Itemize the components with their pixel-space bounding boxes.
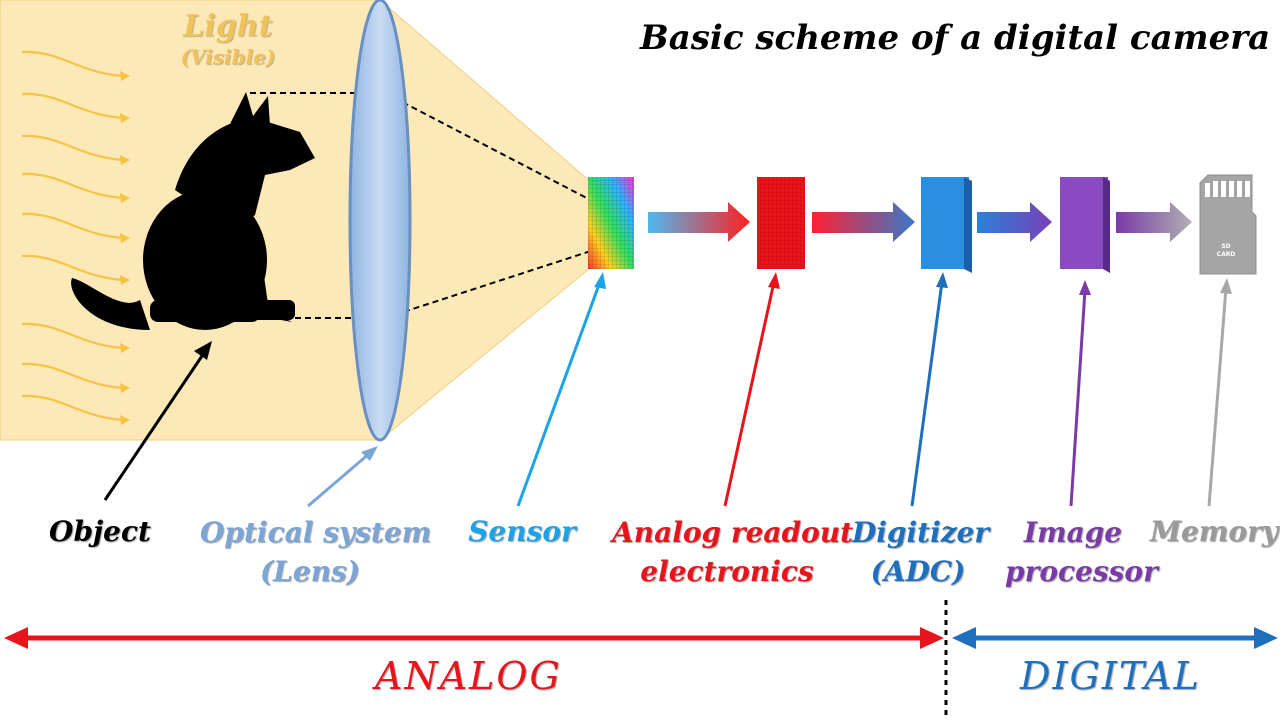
flow-arrow-digitizer-to-processor (977, 202, 1052, 242)
light-ray-arrow (21, 134, 126, 162)
label-digitizer-line1: Digitizer (852, 516, 990, 549)
flow-arrow-readout-to-digitizer (812, 202, 915, 242)
pointer-arrows (103, 281, 1228, 508)
label-digitizer: Digitizer (ADC) (852, 516, 990, 594)
light-label-line2: (Visible) (180, 45, 276, 69)
sd-card-text-line1: SD (1221, 243, 1231, 250)
analog-span-arrow (4, 627, 944, 649)
label-image-processor-line2: processor (1005, 555, 1158, 588)
light-label-line1: Light (183, 9, 273, 44)
dog-silhouette-icon (71, 92, 315, 330)
flow-arrow-sensor-to-readout (648, 202, 750, 242)
image-processor-block (1060, 177, 1108, 269)
label-analog-readout-line1: Analog readout (612, 516, 854, 549)
lens-shape (348, 0, 412, 442)
light-ray-arrow (21, 254, 126, 282)
label-optical-system-line2: (Lens) (259, 555, 361, 588)
sd-card-icon (1199, 174, 1257, 275)
sd-card-text: SD CARD (1200, 243, 1252, 259)
light-ray-arrow (21, 212, 126, 240)
analog-domain-label: ANALOG (375, 654, 562, 698)
label-optical-system-line1: Optical system (200, 516, 432, 549)
light-ray-arrow (21, 172, 126, 200)
light-label: Light (Visible) (168, 10, 288, 70)
label-image-processor: Image processor (1005, 516, 1158, 594)
diagram-title: Basic scheme of a digital camera (640, 18, 1271, 58)
label-analog-readout-line2: electronics (640, 555, 814, 588)
label-memory: Memory (1150, 515, 1279, 548)
light-ray-arrows (21, 50, 126, 422)
label-digitizer-line2: (ADC) (870, 555, 966, 588)
digitizer-block (921, 177, 969, 269)
sd-card-text-line2: CARD (1216, 250, 1236, 258)
light-ray-arrow (21, 50, 126, 78)
label-image-processor-line1: Image (1023, 516, 1123, 549)
label-optical-system: Optical system (Lens) (200, 516, 432, 594)
flow-arrow-processor-to-memory (1116, 202, 1192, 242)
light-ray-arrow (21, 362, 126, 390)
digital-span-arrow (952, 627, 1278, 649)
digital-domain-label: DIGITAL (1020, 654, 1201, 698)
label-analog-readout: Analog readout electronics (612, 516, 854, 594)
label-sensor: Sensor (468, 515, 576, 548)
light-ray-arrow (21, 394, 126, 422)
light-ray-arrow (21, 92, 126, 120)
light-ray-arrow (21, 322, 126, 350)
label-object: Object (49, 515, 151, 548)
